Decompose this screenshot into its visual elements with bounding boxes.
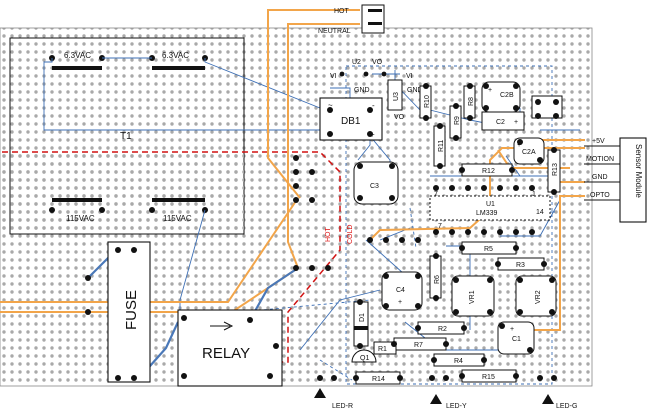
svg-text:+: + [488, 87, 492, 94]
resistor-r1 [373, 341, 397, 355]
svg-text:R6: R6 [434, 275, 441, 284]
regulator-u3 [387, 79, 403, 111]
relay-label: RELAY [202, 345, 250, 362]
svg-text:C4: C4 [396, 287, 405, 294]
svg-text:C3: C3 [370, 183, 379, 190]
svg-text:U1: U1 [486, 201, 495, 208]
isolation-hot-label: HOT [325, 227, 332, 243]
svg-text:R13: R13 [552, 163, 559, 176]
svg-text:VO: VO [372, 59, 383, 66]
svg-text:R8: R8 [468, 97, 475, 106]
svg-text:U2: U2 [352, 59, 361, 66]
sensor-module-title: Sensor Module [634, 144, 643, 198]
t1-label: T1 [120, 131, 132, 142]
sensor-pin-gnd: GND [592, 174, 608, 181]
svg-text:C2B: C2B [500, 92, 514, 99]
fuse-label: FUSE [123, 290, 140, 330]
capacitor-c2 [481, 111, 525, 131]
led-green [542, 394, 554, 404]
svg-text:R2: R2 [438, 326, 447, 333]
svg-text:R12: R12 [482, 168, 495, 175]
regulator-u2 [339, 71, 387, 77]
svg-text:1: 1 [532, 191, 536, 198]
svg-text:LM339: LM339 [476, 210, 498, 217]
svg-text:VR1: VR1 [469, 290, 476, 304]
db1-label: DB1 [341, 116, 361, 127]
svg-text:~: ~ [328, 101, 333, 110]
isolation-cold-label: COLD [347, 225, 354, 244]
svg-text:R14: R14 [372, 376, 385, 383]
sensor-pin-motion: MOTION [586, 156, 614, 163]
svg-text:R3: R3 [516, 262, 525, 269]
t1-pri-left-label: 115VAC [66, 214, 95, 223]
svg-text:D1: D1 [359, 313, 366, 322]
svg-text:VR2: VR2 [535, 290, 542, 304]
svg-text:C2: C2 [496, 119, 505, 126]
trimmer-vr1 [451, 275, 495, 317]
svg-text:7: 7 [434, 191, 438, 198]
transistor-q1 [351, 349, 377, 363]
svg-text:-: - [372, 101, 375, 110]
t1-sec-left-label: 6.3VAC [64, 51, 91, 60]
comparator-u1 [429, 195, 551, 221]
svg-text:+: + [398, 299, 402, 306]
svg-text:R7: R7 [414, 342, 423, 349]
fuse-holder [107, 241, 151, 383]
solder-pads [85, 83, 559, 381]
capacitor-c1 [497, 321, 535, 355]
sensor-pin-opto: OPTO [590, 192, 610, 199]
relay [177, 309, 283, 387]
svg-text:R9: R9 [454, 116, 461, 125]
t1-pri-right-label: 115VAC [163, 214, 192, 223]
neutral-label: NEUTRAL [318, 28, 351, 35]
svg-text:R11: R11 [438, 140, 445, 152]
svg-text:U3: U3 [393, 92, 400, 101]
diode-d1 [353, 301, 369, 347]
capacitor-c3 [353, 161, 399, 205]
svg-text:C2A: C2A [522, 149, 536, 156]
transformer-t1 [52, 66, 205, 202]
svg-text:+: + [514, 119, 518, 126]
svg-text:VO: VO [394, 114, 405, 121]
svg-text:Q1: Q1 [360, 355, 369, 362]
svg-text:VI: VI [330, 73, 337, 80]
svg-text:R4: R4 [454, 358, 463, 365]
led-red [314, 388, 326, 398]
svg-text:GND: GND [407, 87, 423, 94]
svg-text:LED-Y: LED-Y [446, 403, 467, 410]
svg-text:+: + [510, 326, 514, 333]
svg-text:R5: R5 [484, 246, 493, 253]
sensor-module [619, 137, 647, 223]
svg-text:R1: R1 [378, 346, 387, 353]
svg-text:VI: VI [406, 73, 413, 80]
sensor-pin-5v: +5V [592, 138, 605, 145]
capacitor-c4 [381, 271, 423, 311]
svg-text:LED-R: LED-R [332, 403, 353, 410]
svg-text:+: + [517, 142, 521, 149]
svg-text:7: 7 [438, 223, 442, 230]
svg-text:R15: R15 [482, 374, 495, 381]
led-yellow [430, 394, 442, 404]
svg-text:GND: GND [354, 87, 370, 94]
hot-label: HOT [334, 8, 350, 15]
svg-text:LED-G: LED-G [556, 403, 577, 410]
svg-text:R10: R10 [424, 95, 431, 108]
trimmer-vr2 [515, 275, 557, 317]
svg-text:C1: C1 [512, 336, 521, 343]
svg-text:14: 14 [536, 209, 544, 216]
t1-sec-right-label: 6.3VAC [162, 51, 189, 60]
